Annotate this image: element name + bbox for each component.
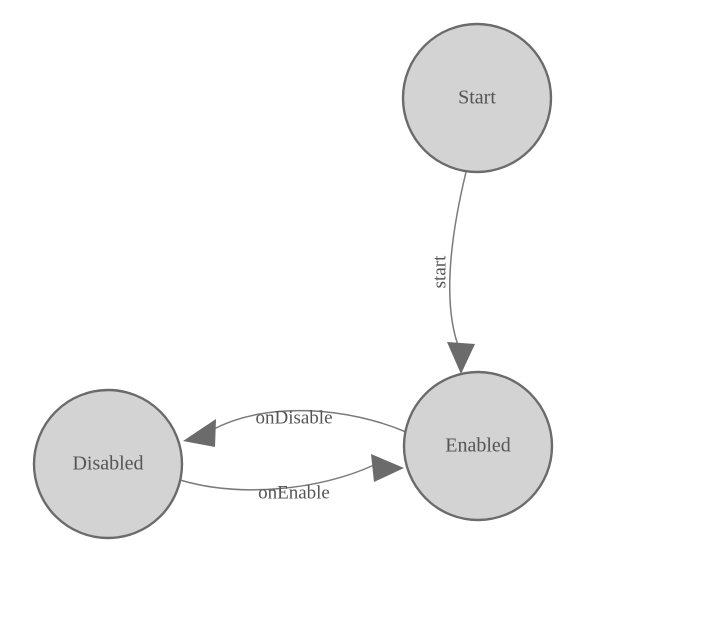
node-disabled-label: Disabled xyxy=(72,453,143,475)
edge-start-to-enabled[interactable]: start xyxy=(429,171,475,374)
edge-start-to-enabled-path xyxy=(448,171,467,349)
node-enabled[interactable]: Enabled xyxy=(402,370,554,522)
edge-enabled-to-disabled-path xyxy=(211,409,407,433)
edge-label-onenable: onEnable xyxy=(258,482,330,503)
node-start-label: Start xyxy=(458,87,496,109)
node-enabled-circle[interactable] xyxy=(402,370,554,522)
edge-enabled-to-disabled-arrowhead xyxy=(183,419,216,447)
edge-label-ondisable: onDisable xyxy=(255,407,332,428)
edge-disabled-to-enabled-path xyxy=(179,464,375,491)
node-disabled[interactable]: Disabled xyxy=(32,388,184,540)
edge-start-to-enabled-arrowhead xyxy=(447,342,475,374)
node-start-circle[interactable] xyxy=(401,22,553,174)
edge-disabled-to-enabled-arrowhead xyxy=(371,454,404,482)
edge-label-start: start xyxy=(429,255,450,288)
node-enabled-label: Enabled xyxy=(445,435,511,457)
edge-enabled-to-disabled[interactable]: onDisable xyxy=(183,407,407,447)
node-disabled-circle[interactable] xyxy=(32,388,184,540)
node-start[interactable]: Start xyxy=(401,22,553,174)
edge-disabled-to-enabled[interactable]: onEnable xyxy=(179,454,404,503)
